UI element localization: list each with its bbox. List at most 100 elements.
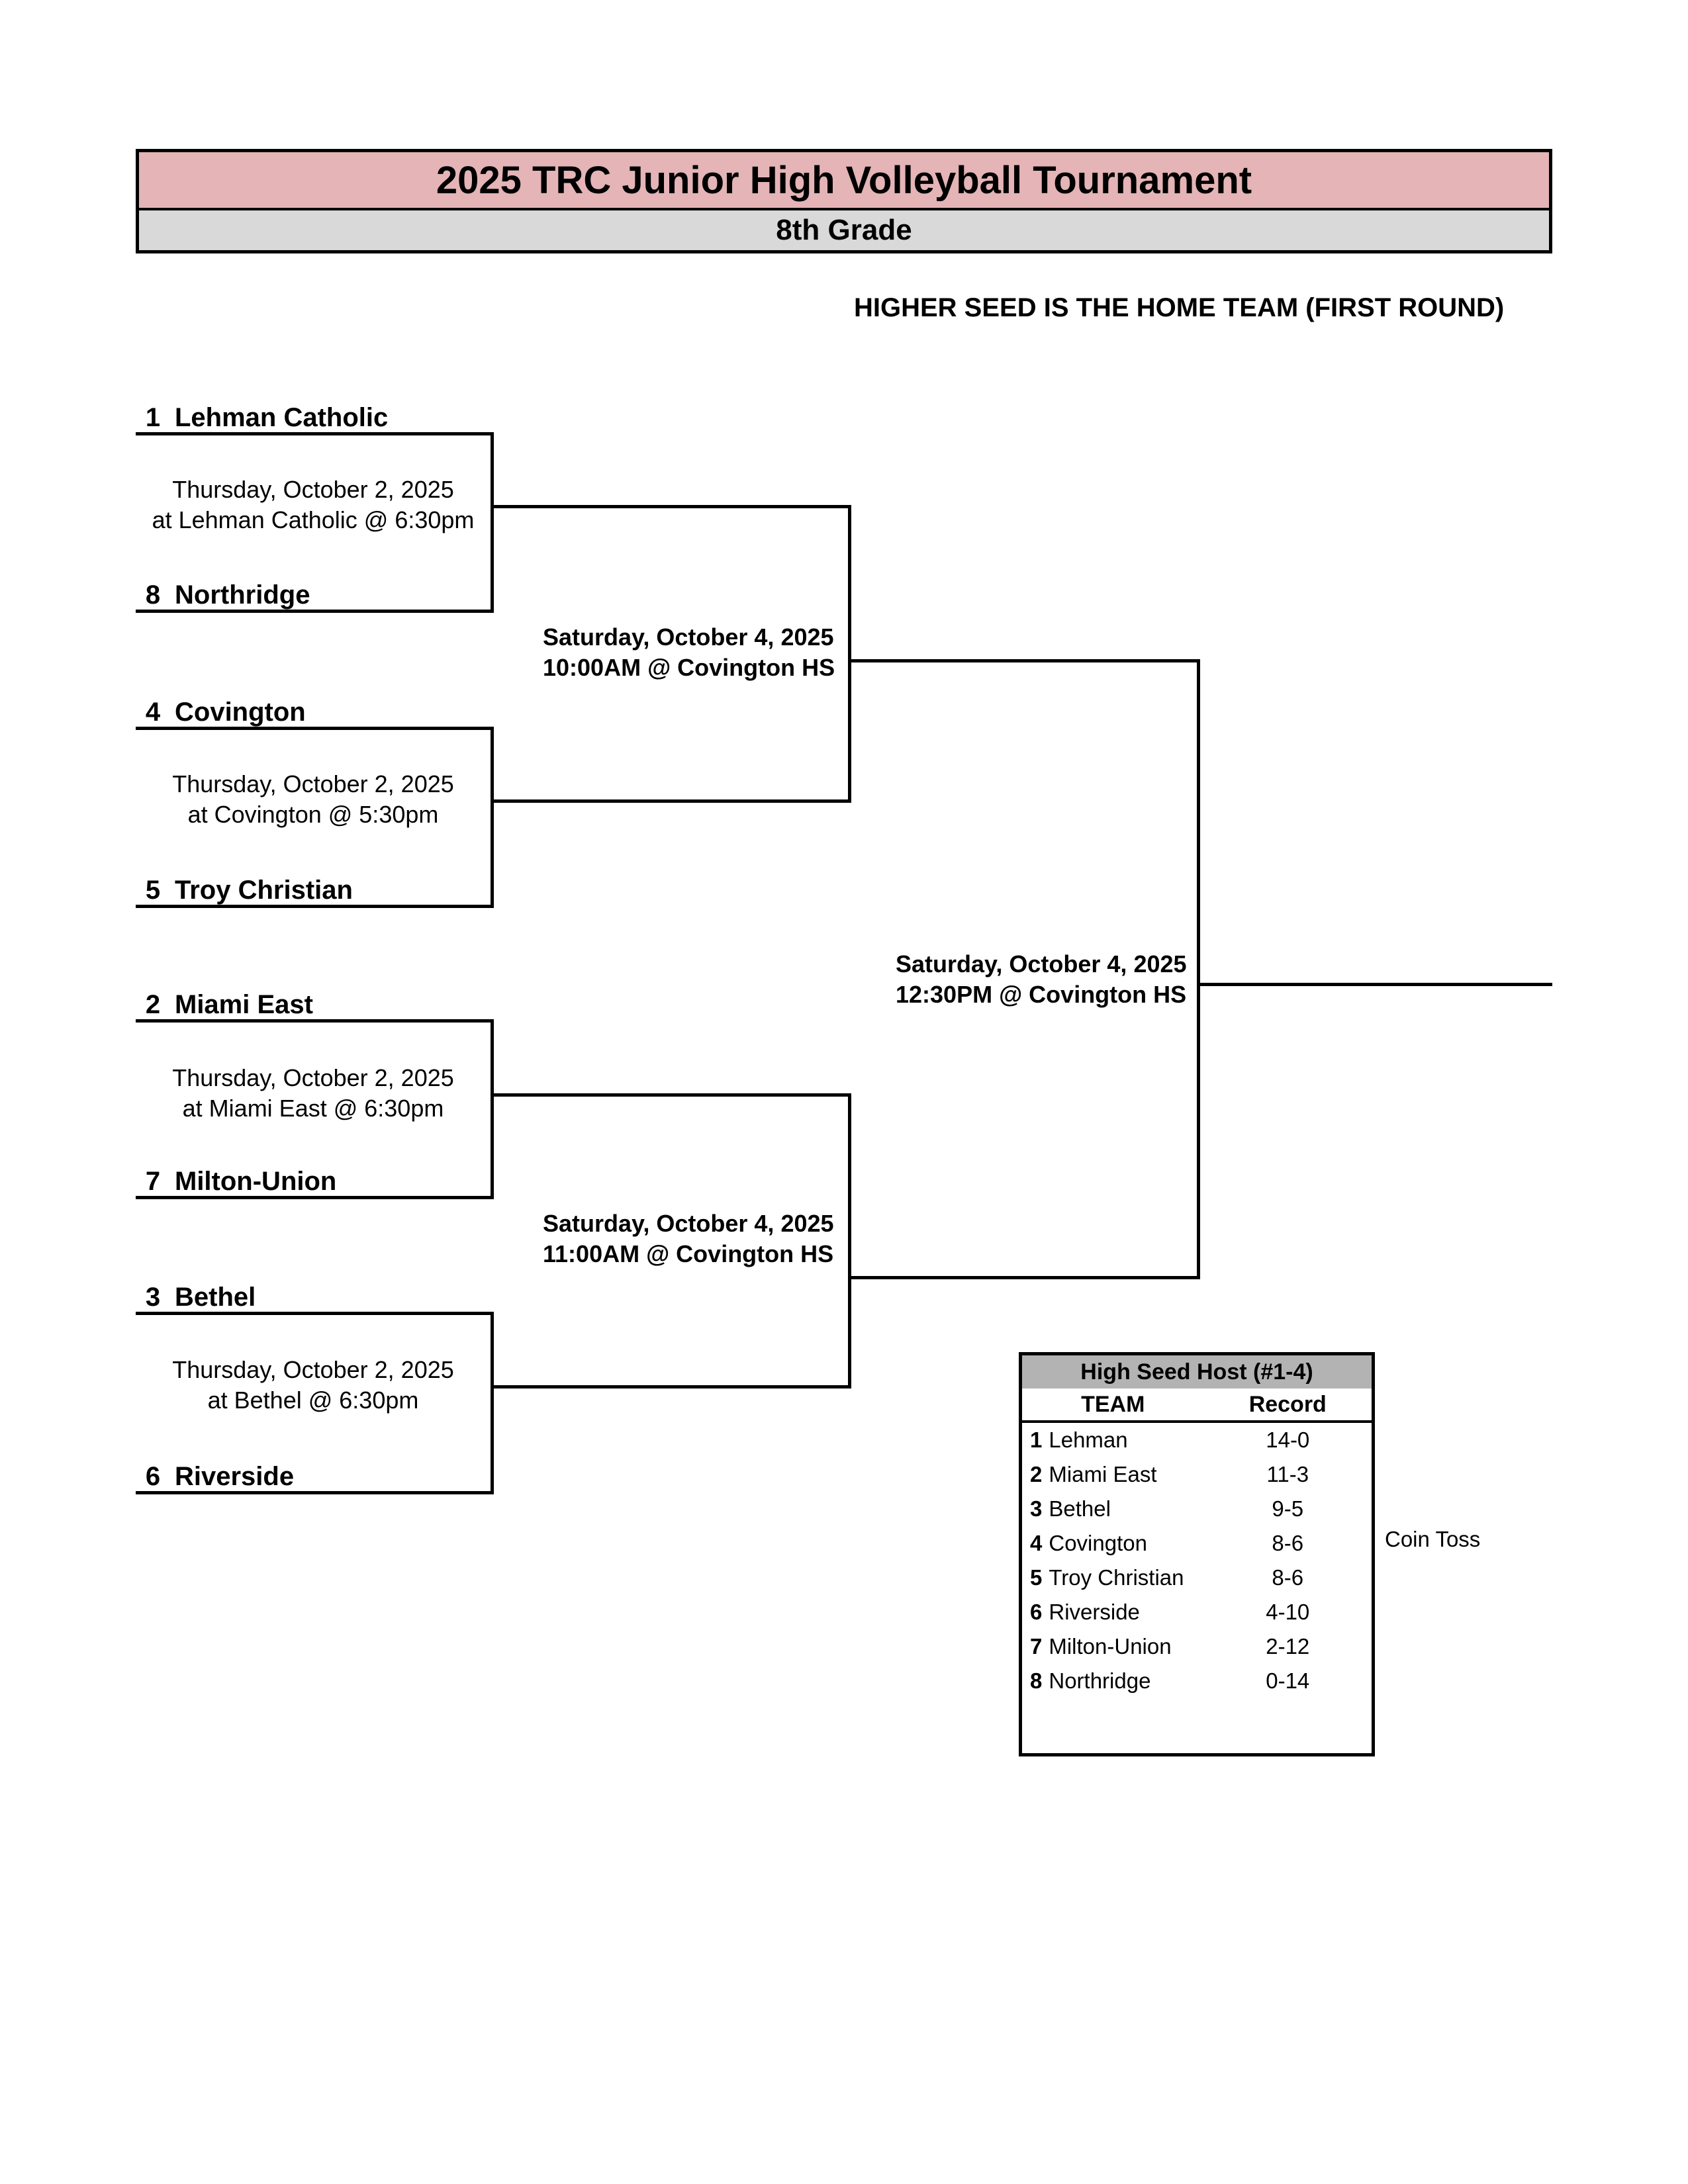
- team-name: Milton-Union: [175, 1167, 337, 1196]
- bracket-line-m4-connector: [491, 1312, 494, 1494]
- final-info: Saturday, October 4, 2025 12:30PM @ Covi…: [896, 949, 1187, 1010]
- row-record: 8-6: [1272, 1531, 1304, 1555]
- team-name: Riverside: [175, 1462, 295, 1491]
- row-team: Northridge: [1049, 1668, 1151, 1693]
- team-name: Northridge: [175, 580, 310, 610]
- bracket-line-m4-out: [491, 1385, 851, 1388]
- semifinal2-date: Saturday, October 4, 2025: [543, 1210, 834, 1237]
- bracket-line-m1-bottom: [136, 610, 494, 613]
- team-name: Lehman Catholic: [175, 403, 389, 432]
- team-name: Bethel: [175, 1283, 256, 1312]
- bracket-line-m4-top: [136, 1312, 494, 1315]
- semifinal2-time-location: 11:00AM @ Covington HS: [543, 1240, 834, 1267]
- match2-date: Thursday, October 2, 2025: [172, 770, 454, 797]
- bracket-line-m2-bottom: [136, 905, 494, 908]
- row-record: 2-12: [1266, 1634, 1310, 1659]
- bracket-line-m2-top: [136, 727, 494, 730]
- seed-number: 2: [145, 990, 161, 1019]
- final-time-location: 12:30PM @ Covington HS: [896, 981, 1187, 1008]
- bracket-line-m3-connector: [491, 1019, 494, 1199]
- semifinal1-time-location: 10:00AM @ Covington HS: [543, 654, 835, 681]
- row-record: 8-6: [1272, 1565, 1304, 1590]
- seed-number: 8: [145, 580, 161, 610]
- bracket-line-sf2-connector: [848, 1093, 851, 1388]
- bracket-line-m3-out: [491, 1093, 851, 1097]
- row-team: Troy Christian: [1049, 1565, 1184, 1590]
- seed-number: 6: [145, 1462, 161, 1491]
- match1-info: Thursday, October 2, 2025 at Lehman Cath…: [136, 475, 491, 535]
- team-name: Troy Christian: [175, 876, 353, 905]
- semifinal2-info: Saturday, October 4, 2025 11:00AM @ Covi…: [543, 1208, 834, 1269]
- semifinal1-info: Saturday, October 4, 2025 10:00AM @ Covi…: [543, 622, 835, 683]
- seed-number: 4: [145, 698, 161, 727]
- match1-date: Thursday, October 2, 2025: [172, 476, 454, 503]
- bracket-line-sf1-connector: [848, 505, 851, 803]
- match1-location: at Lehman Catholic @ 6:30pm: [152, 506, 475, 533]
- page-title: 2025 TRC Junior High Volleyball Tourname…: [139, 152, 1549, 210]
- bracket-line-m3-top: [136, 1019, 494, 1023]
- match4-info: Thursday, October 2, 2025 at Bethel @ 6:…: [136, 1355, 491, 1416]
- bracket-line-m3-bottom: [136, 1196, 494, 1199]
- row-team: Lehman: [1049, 1428, 1128, 1452]
- seed-number: 5: [145, 876, 161, 905]
- bracket-line-m1-connector: [491, 432, 494, 613]
- team-label-seed6: 6 Riverside: [142, 1457, 294, 1491]
- row-record: 14-0: [1266, 1428, 1310, 1452]
- bracket-line-sf1-out: [848, 659, 1200, 662]
- match4-date: Thursday, October 2, 2025: [172, 1356, 454, 1383]
- team-label-seed4: 4 Covington: [142, 692, 306, 727]
- bracket-line-championship: [1197, 983, 1552, 986]
- team-name: Miami East: [175, 990, 313, 1019]
- row-team: Milton-Union: [1049, 1634, 1172, 1659]
- row-seed: 4: [1030, 1531, 1043, 1555]
- row-seed: 6: [1030, 1600, 1043, 1624]
- row-record: 0-14: [1266, 1668, 1310, 1693]
- bracket-line-final-connector: [1197, 659, 1200, 1279]
- row-seed: 8: [1030, 1668, 1043, 1693]
- seed-number: 3: [145, 1283, 161, 1312]
- row-record: 9-5: [1272, 1496, 1304, 1521]
- standings-header-row: TEAM Record: [1022, 1388, 1372, 1423]
- team-name: Covington: [175, 698, 306, 727]
- bracket-line-m1-top: [136, 432, 494, 435]
- bracket-line-m4-bottom: [136, 1491, 494, 1494]
- team-label-seed3: 3 Bethel: [142, 1277, 256, 1312]
- header-banner: 2025 TRC Junior High Volleyball Tourname…: [136, 149, 1552, 253]
- match2-info: Thursday, October 2, 2025 at Covington @…: [136, 769, 491, 830]
- team-label-seed7: 7 Milton-Union: [142, 1161, 336, 1196]
- coin-toss-note: Coin Toss: [1385, 1527, 1481, 1551]
- standings-title: High Seed Host (#1-4): [1022, 1355, 1372, 1388]
- semifinal1-date: Saturday, October 4, 2025: [543, 623, 834, 651]
- row-team: Miami East: [1049, 1462, 1157, 1486]
- standings-col-record: Record: [1248, 1391, 1327, 1417]
- row-seed: 7: [1030, 1634, 1043, 1659]
- row-team: Riverside: [1049, 1600, 1140, 1624]
- team-label-seed8: 8 Northridge: [142, 575, 310, 610]
- page-subtitle: 8th Grade: [139, 210, 1549, 250]
- final-date: Saturday, October 4, 2025: [896, 950, 1187, 978]
- standings-col-team: TEAM: [1081, 1391, 1145, 1417]
- row-team: Covington: [1049, 1531, 1147, 1555]
- row-record: 4-10: [1266, 1600, 1310, 1624]
- row-team: Bethel: [1049, 1496, 1111, 1521]
- bracket-line-m2-connector: [491, 727, 494, 908]
- match3-location: at Miami East @ 6:30pm: [182, 1095, 444, 1122]
- match2-location: at Covington @ 5:30pm: [187, 801, 439, 828]
- seed-number: 7: [145, 1167, 161, 1196]
- team-label-seed2: 2 Miami East: [142, 985, 313, 1019]
- bracket-line-sf2-out: [848, 1276, 1200, 1279]
- row-seed: 1: [1030, 1428, 1043, 1452]
- team-label-seed5: 5 Troy Christian: [142, 870, 353, 905]
- row-seed: 5: [1030, 1565, 1043, 1590]
- seed-number: 1: [145, 403, 161, 432]
- home-team-note: HIGHER SEED IS THE HOME TEAM (FIRST ROUN…: [854, 293, 1505, 322]
- row-record: 11-3: [1266, 1462, 1309, 1486]
